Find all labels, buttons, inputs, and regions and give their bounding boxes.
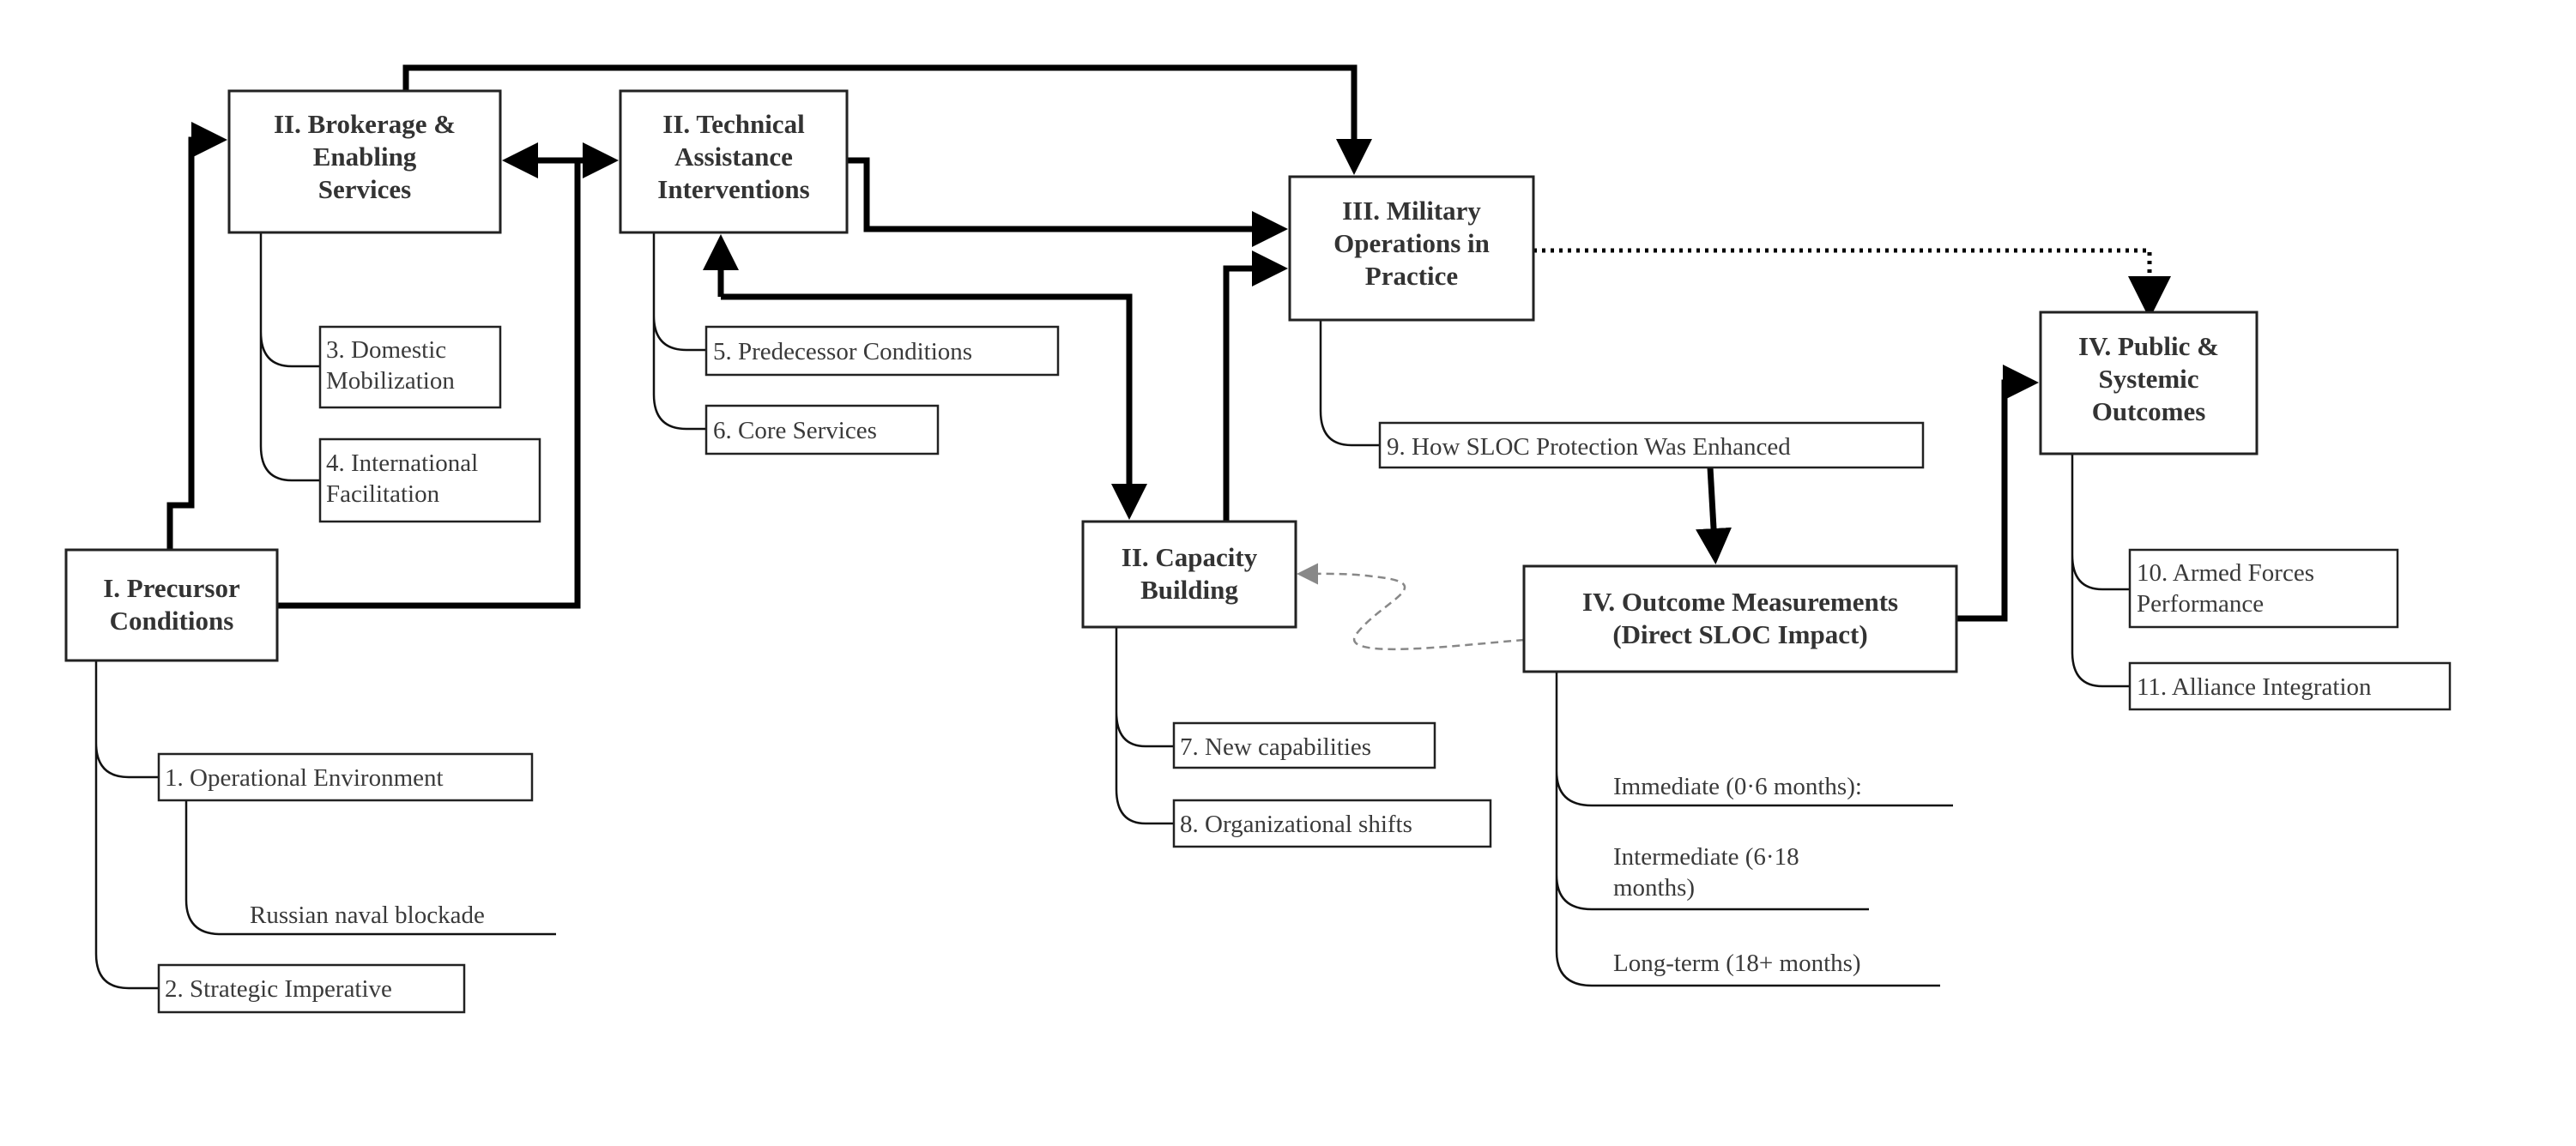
leaf-operational-environment: 1. Operational Environment — [157, 752, 534, 802]
arrow-capacity-to-military — [1223, 250, 1288, 522]
node-outcome-measurements: IV. Outcome Measurements(Direct SLOC Imp… — [1522, 564, 1958, 673]
arrow-sloc-to-outcome — [1696, 467, 1732, 564]
leaf-sloc-protection: 9. How SLOC Protection Was Enhanced — [1378, 421, 1925, 469]
svg-text:IV. Outcome Measurements(Direc: IV. Outcome Measurements(Direct SLOC Imp… — [1582, 587, 1898, 649]
leaf-new-capabilities: 7. New capabilities — [1172, 721, 1436, 769]
svg-text:8. Organizational shifts: 8. Organizational shifts — [1180, 811, 1412, 838]
leaf-strategic-imperative: 2. Strategic Imperative — [157, 963, 466, 1014]
arrow-outcome-to-public — [1956, 365, 2039, 622]
arrow-technical-to-military — [847, 157, 1288, 247]
tree-precursor — [94, 660, 159, 990]
svg-text:7. New capabilities: 7. New capabilities — [1180, 733, 1371, 761]
tree-capacity — [1115, 627, 1174, 825]
svg-text:5. Predecessor Conditions: 5. Predecessor Conditions — [713, 338, 972, 365]
svg-text:11. Alliance Integration: 11. Alliance Integration — [2137, 673, 2372, 701]
arrow-precursor-to-brokerage-technical — [277, 160, 581, 609]
tree-brokerage — [259, 232, 320, 482]
leaf-long-term: Long-term (18+ months) — [1613, 950, 1861, 977]
arrow-technical-capacity — [721, 293, 1147, 520]
svg-text:9. How SLOC Protection Was Enh: 9. How SLOC Protection Was Enhanced — [1387, 433, 1791, 461]
svg-text:1. Operational Environment: 1. Operational Environment — [165, 764, 444, 792]
tree-military — [1319, 320, 1380, 447]
tree-outcome — [1555, 672, 1953, 987]
tree-operational — [184, 800, 556, 936]
tree-public — [2071, 454, 2130, 688]
arrow-brokerage-to-military — [402, 64, 1372, 175]
leaf-predecessor-conditions: 5. Predecessor Conditions — [704, 325, 1060, 377]
leaf-immediate: Immediate (0·6 months): — [1613, 773, 1862, 800]
arrow-precursor-to-brokerage — [166, 122, 227, 550]
tree-technical — [652, 232, 706, 431]
leaf-core-services: 6. Core Services — [704, 404, 940, 455]
svg-text:2. Strategic Imperative: 2. Strategic Imperative — [165, 975, 392, 1003]
feedback-outcome-to-capacity — [1297, 563, 1525, 651]
leaf-russian-naval-blockade: Russian naval blockade — [250, 902, 485, 929]
arrow-military-to-public-dotted — [1533, 248, 2171, 319]
leaf-organizational-shifts: 8. Organizational shifts — [1172, 799, 1492, 848]
leaf-alliance-integration: 11. Alliance Integration — [2128, 661, 2452, 711]
svg-text:6. Core Services: 6. Core Services — [713, 417, 877, 444]
